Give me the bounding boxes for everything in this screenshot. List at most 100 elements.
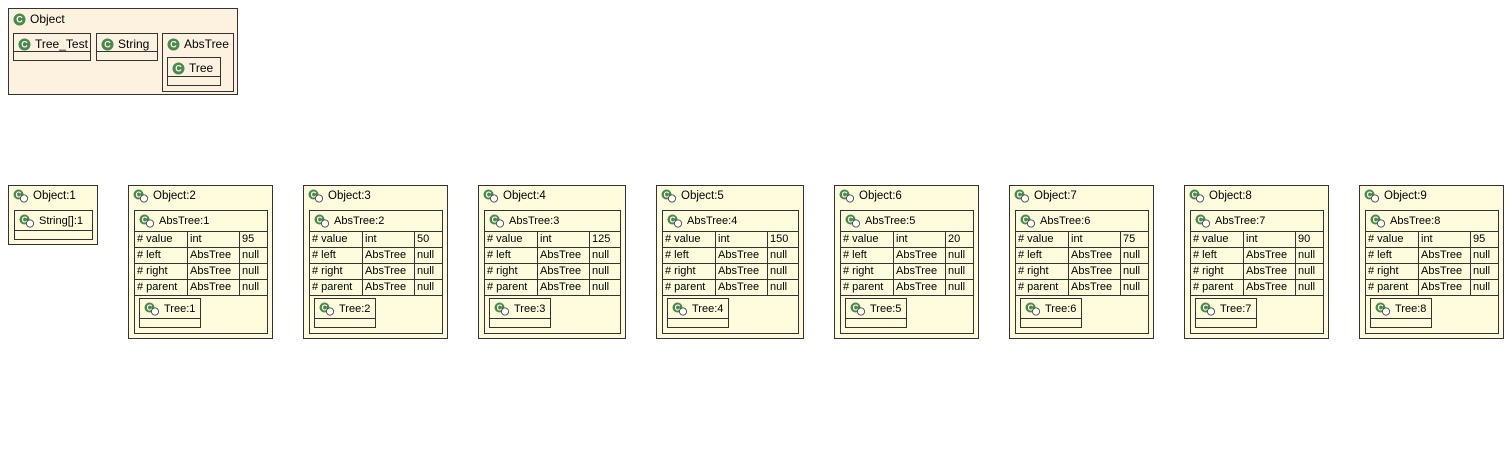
class-object-label: Object — [30, 12, 65, 26]
field-row: # value int 125 — [485, 232, 620, 248]
field-table: # value int 150 # left AbsTree null # ri… — [663, 231, 798, 296]
abstree-title: AbsTree:6 — [1040, 215, 1091, 227]
field-name: # left — [487, 249, 511, 261]
field-type: AbsTree — [362, 264, 414, 279]
svg-text:C: C — [1017, 190, 1023, 199]
object-icon: C — [1364, 189, 1380, 203]
field-type: AbsTree — [187, 264, 239, 279]
object-icon: C — [661, 189, 677, 203]
field-row: # left AbsTree null — [485, 248, 620, 264]
object-title: Object:8 — [1209, 189, 1252, 202]
field-value: null — [945, 280, 973, 295]
field-type: AbsTree — [1243, 264, 1295, 279]
svg-text:C: C — [1028, 304, 1034, 313]
field-value: null — [239, 264, 267, 279]
field-row: # right AbsTree null — [1016, 264, 1148, 280]
field-name: # right — [312, 265, 343, 277]
svg-text:C: C — [486, 190, 492, 199]
object-icon: C — [483, 189, 499, 203]
field-value: 95 — [239, 232, 267, 247]
field-value: null — [589, 264, 620, 279]
svg-text:C: C — [1378, 304, 1384, 313]
abstree-title: AbsTree:5 — [865, 215, 916, 227]
object-title: Object:7 — [1034, 189, 1077, 202]
svg-text:C: C — [1192, 190, 1198, 199]
object-box: C Object:4 C AbsTree:3 # value int 125 #… — [478, 185, 626, 339]
field-type: AbsTree — [1068, 248, 1120, 263]
svg-text:C: C — [1367, 190, 1373, 199]
object-icon: C — [1020, 214, 1036, 228]
field-name: # left — [843, 249, 867, 261]
class-string: C String — [96, 33, 158, 61]
field-name: # value — [1018, 233, 1054, 245]
abstree-instance: C AbsTree:3 # value int 125 # left AbsTr… — [484, 210, 621, 334]
field-type: int — [1243, 232, 1295, 247]
object-icon: C — [319, 302, 335, 316]
field-name: # parent — [1018, 281, 1059, 293]
abstree-instance: C AbsTree:2 # value int 50 # left AbsTre… — [309, 210, 443, 334]
field-value: null — [239, 248, 267, 263]
field-type: AbsTree — [187, 248, 239, 263]
abstree-title: AbsTree:1 — [159, 215, 210, 227]
field-type: AbsTree — [362, 248, 414, 263]
field-row: # right AbsTree null — [135, 264, 267, 280]
svg-text:C: C — [1023, 216, 1029, 225]
field-row: # value int 90 — [1191, 232, 1323, 248]
svg-text:C: C — [1198, 216, 1204, 225]
field-type: int — [187, 232, 239, 247]
field-row: # value int 75 — [1016, 232, 1148, 248]
field-name: # parent — [843, 281, 884, 293]
class-object-header: C Object — [9, 9, 237, 29]
field-table: # value int 20 # left AbsTree null # rig… — [841, 231, 973, 296]
class-icon: C — [167, 38, 180, 51]
field-row: # parent AbsTree null — [1366, 280, 1498, 296]
field-value: null — [1120, 248, 1148, 263]
object-icon: C — [1375, 302, 1391, 316]
object-box: C Object:6 C AbsTree:5 # value int 20 # … — [834, 185, 979, 339]
tree-instance: C Tree:6 — [1020, 298, 1082, 328]
field-name: # value — [1193, 233, 1229, 245]
field-name: # parent — [665, 281, 706, 293]
object-icon: C — [19, 214, 35, 228]
abstree-instance: C AbsTree:7 # value int 90 # left AbsTre… — [1190, 210, 1324, 334]
field-value: null — [1295, 280, 1323, 295]
abstree-instance: C AbsTree:8 # value int 95 # left AbsTre… — [1365, 210, 1499, 334]
svg-text:C: C — [104, 39, 111, 49]
object-title: Object:3 — [328, 189, 371, 202]
field-row: # parent AbsTree null — [1191, 280, 1323, 296]
field-value: null — [1295, 248, 1323, 263]
object-title: Object:6 — [859, 189, 902, 202]
object-box: C Object:3 C AbsTree:2 # value int 50 # … — [303, 185, 448, 339]
object-title: Object:1 — [33, 189, 76, 202]
tree-instance: C Tree:8 — [1370, 298, 1432, 328]
class-icon: C — [18, 38, 31, 51]
field-row: # left AbsTree null — [1191, 248, 1323, 264]
abstree-instance: C AbsTree:5 # value int 20 # left AbsTre… — [840, 210, 974, 334]
field-type: AbsTree — [1068, 280, 1120, 295]
field-table: # value int 50 # left AbsTree null # rig… — [310, 231, 442, 296]
field-table: # value int 75 # left AbsTree null # rig… — [1016, 231, 1148, 296]
field-name: # parent — [312, 281, 353, 293]
svg-text:C: C — [136, 190, 142, 199]
field-row: # right AbsTree null — [310, 264, 442, 280]
field-row: # value int 20 — [841, 232, 973, 248]
field-row: # left AbsTree null — [135, 248, 267, 264]
field-name: # value — [312, 233, 348, 245]
field-name: # value — [665, 233, 701, 245]
field-type: AbsTree — [537, 264, 589, 279]
field-row: # value int 95 — [1366, 232, 1498, 248]
object-title: Object:9 — [1384, 189, 1427, 202]
tree-title: Tree:8 — [1395, 303, 1427, 315]
field-name: # left — [1018, 249, 1042, 261]
field-type: AbsTree — [1243, 248, 1295, 263]
field-row: # parent AbsTree null — [841, 280, 973, 296]
field-name: # value — [487, 233, 523, 245]
field-row: # right AbsTree null — [841, 264, 973, 280]
object-title: Object:4 — [503, 189, 546, 202]
class-abstree-label: AbsTree — [184, 37, 229, 51]
tree-instance: C Tree:4 — [667, 298, 729, 328]
object-icon: C — [308, 189, 324, 203]
object-box: C Object:8 C AbsTree:7 # value int 90 # … — [1184, 185, 1329, 339]
field-type: AbsTree — [893, 264, 945, 279]
svg-text:C: C — [497, 304, 503, 313]
